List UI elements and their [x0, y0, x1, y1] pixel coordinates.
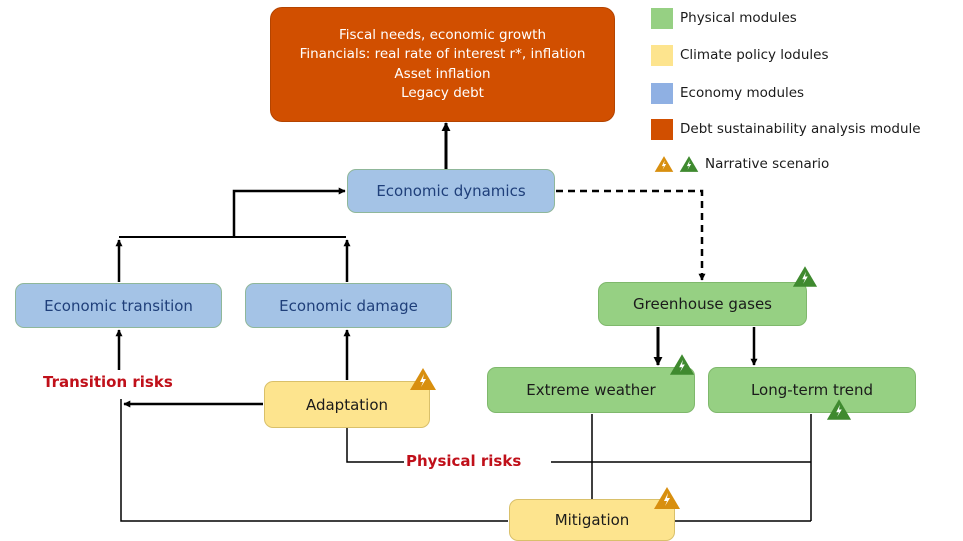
- scenario-orange-icon: [654, 487, 680, 509]
- scenario-green-icon: [792, 266, 818, 287]
- debt-line-financials: Financials: real rate of interest r*, in…: [299, 46, 586, 63]
- debt-line-fiscal: Fiscal needs, economic growth: [338, 27, 547, 44]
- greenhouse-gases-box: Greenhouse gases: [598, 282, 807, 326]
- legend-label-economy: Economy modules: [680, 85, 805, 101]
- legend-label-narrative-scenario: Narrative scenario: [705, 156, 830, 172]
- legend-scenario-orange-icon: [654, 156, 674, 172]
- transition-risks-label: Transition risks: [43, 373, 173, 391]
- arrow-dynamics-to-greenhouse: [556, 189, 706, 281]
- arrow-merge-to-dynamics: [232, 187, 346, 237]
- legend-label-physical: Physical modules: [680, 10, 797, 26]
- legend-swatch-economy: [651, 83, 673, 104]
- economic-transition-box: Economic transition: [15, 283, 222, 328]
- scenario-green-icon: [826, 399, 852, 420]
- line-mitigation-to-transition-risks: [120, 399, 508, 522]
- legend-swatch-debt: [651, 119, 673, 140]
- economic-damage-box: Economic damage: [245, 283, 452, 328]
- legend-swatch-climate-policy: [651, 45, 673, 66]
- legend-swatch-physical: [651, 8, 673, 29]
- economic-dynamics-box: Economic dynamics: [347, 169, 555, 213]
- adaptation-box: Adaptation: [264, 381, 430, 428]
- debt-line-asset: Asset inflation: [394, 65, 491, 82]
- legend-label-climate-policy: Climate policy lodules: [680, 47, 829, 63]
- physical-risks-label: Physical risks: [406, 452, 522, 470]
- extreme-weather-box: Extreme weather: [487, 367, 695, 413]
- line-physical-risks-left: [346, 428, 404, 463]
- long-term-trend-box: Long-term trend: [708, 367, 916, 413]
- debt-sustainability-box: Fiscal needs, economic growth Financials…: [270, 7, 615, 122]
- debt-line-legacy: Legacy debt: [401, 84, 484, 101]
- legend-scenario-green-icon: [679, 156, 699, 172]
- scenario-orange-icon: [410, 368, 436, 390]
- legend-label-debt: Debt sustainability analysis module: [680, 121, 921, 137]
- mitigation-box: Mitigation: [509, 499, 675, 541]
- scenario-green-icon: [669, 354, 695, 375]
